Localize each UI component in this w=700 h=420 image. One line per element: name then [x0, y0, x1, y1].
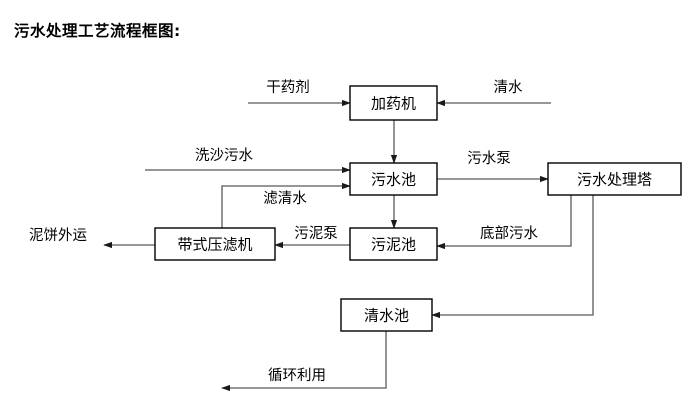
edge-label-recycle-use: 循环利用 [268, 367, 326, 384]
edge-label-sludge-pump: 污泥泵 [294, 225, 338, 242]
node-treatment-tower[interactable]: 污水处理塔 [547, 162, 682, 196]
node-dosing-machine[interactable]: 加药机 [349, 85, 438, 121]
edge-label-filtrate: 滤清水 [263, 190, 307, 207]
page-title: 污水处理工艺流程框图: [14, 22, 181, 40]
edge-recycle-use: 循环利用 [221, 330, 387, 392]
edge-clean-water-in: 清水 [436, 79, 551, 107]
node-label-belt-filter-press: 带式压滤机 [177, 236, 252, 254]
node-label-treatment-tower: 污水处理塔 [577, 171, 652, 189]
node-belt-filter-press[interactable]: 带式压滤机 [154, 227, 276, 261]
node-label-sludge-pool: 污泥池 [371, 236, 416, 254]
edge-sand-wash-sewage: 洗沙污水 [145, 147, 351, 174]
edge-sludge-pump: 污泥泵 [274, 225, 350, 249]
node-label-dosing-machine: 加药机 [371, 95, 416, 113]
edge-label-mud-cake-out: 泥饼外运 [29, 227, 87, 244]
edge-label-sand-wash-sewage: 洗沙污水 [195, 147, 253, 164]
edge-label-clean-water-in: 清水 [494, 79, 523, 96]
node-label-wastewater-pool: 污水池 [371, 171, 416, 189]
node-clean-water-pool[interactable]: 清水池 [340, 298, 433, 332]
node-wastewater-pool[interactable]: 污水池 [349, 162, 438, 196]
edge-sewage-pump: 污水泵 [437, 150, 549, 183]
edge-tower-to-clean-water [431, 195, 594, 319]
node-label-clean-water-pool: 清水池 [364, 307, 409, 325]
edge-label-sewage-pump: 污水泵 [467, 150, 511, 167]
edge-mud-cake-out: 泥饼外运 [29, 227, 155, 249]
edge-dry-agent: 干药剂 [248, 79, 351, 107]
edge-label-dry-agent: 干药剂 [266, 79, 310, 96]
edge-label-bottom-sewage: 底部污水 [480, 225, 538, 242]
edge-bottom-sewage: 底部污水 [436, 195, 572, 250]
edge-filtrate: 滤清水 [221, 182, 351, 228]
node-sludge-pool[interactable]: 污泥池 [349, 227, 438, 261]
